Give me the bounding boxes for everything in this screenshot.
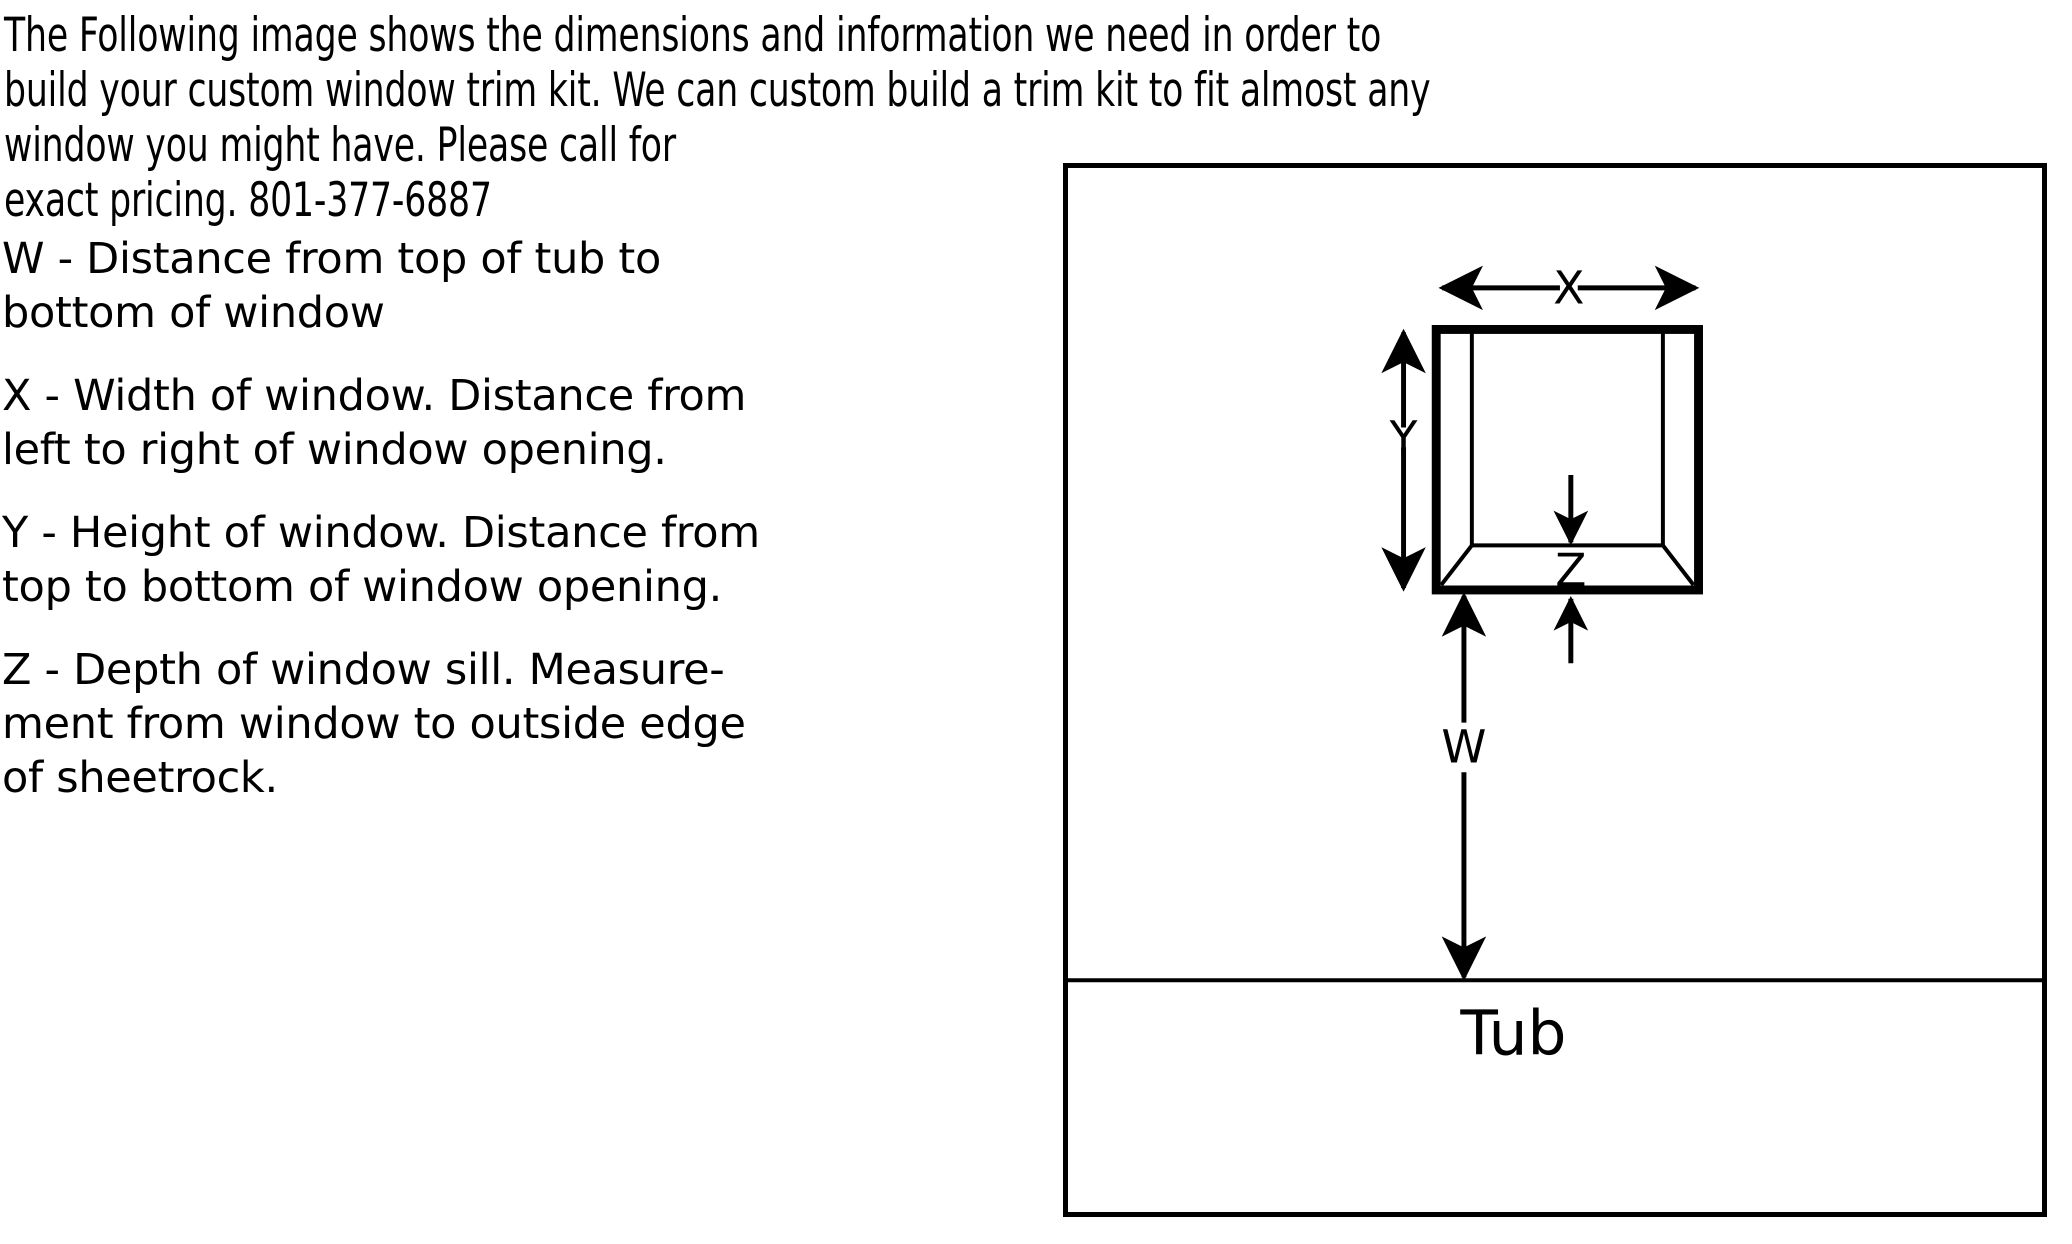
intro-line-3: window you might have. Please call for bbox=[4, 118, 676, 173]
w-dimension-label: W bbox=[1441, 720, 1486, 773]
definition-z-line-3: of sheetrock. bbox=[2, 753, 278, 803]
z-dimension-label: Z bbox=[1555, 544, 1586, 597]
window-diagram: X Y Z W Tub bbox=[1068, 262, 2042, 1070]
definition-x: X - Width of window. Distance from left … bbox=[2, 369, 802, 477]
definition-z-line-2: ment from window to outside edge bbox=[2, 699, 746, 749]
window-diagram-panel: X Y Z W Tub bbox=[1063, 163, 2047, 1217]
definition-y-line-1: Y - Height of window. Distance from bbox=[2, 508, 760, 558]
definition-z-line-1: Z - Depth of window sill. Measure- bbox=[2, 645, 725, 695]
intro-paragraph: The Following image shows the dimensions… bbox=[4, 8, 1544, 228]
tub-label: Tub bbox=[1459, 998, 1566, 1069]
intro-line-4-phone: exact pricing. 801-377-6887 bbox=[4, 173, 492, 228]
definition-z: Z - Depth of window sill. Measure- ment … bbox=[2, 643, 802, 805]
intro-line-2: build your custom window trim kit. We ca… bbox=[4, 63, 1431, 118]
definition-y-line-2: top to bottom of window opening. bbox=[2, 562, 722, 612]
x-dimension-label: X bbox=[1553, 262, 1584, 315]
definition-w: W - Distance from top of tub to bottom o… bbox=[2, 232, 802, 340]
definition-x-line-2: left to right of window opening. bbox=[2, 425, 667, 475]
window-sill-left-diagonal bbox=[1439, 544, 1474, 587]
dimension-definitions: W - Distance from top of tub to bottom o… bbox=[2, 232, 802, 834]
definition-x-line-1: X - Width of window. Distance from bbox=[2, 371, 747, 421]
definition-w-line-1: W - Distance from top of tub to bbox=[2, 234, 661, 284]
intro-line-1: The Following image shows the dimensions… bbox=[4, 8, 1382, 63]
window-sill-right-diagonal bbox=[1661, 544, 1696, 587]
definition-y: Y - Height of window. Distance from top … bbox=[2, 506, 802, 614]
definition-w-line-2: bottom of window bbox=[2, 288, 385, 338]
y-dimension-label: Y bbox=[1389, 411, 1418, 464]
